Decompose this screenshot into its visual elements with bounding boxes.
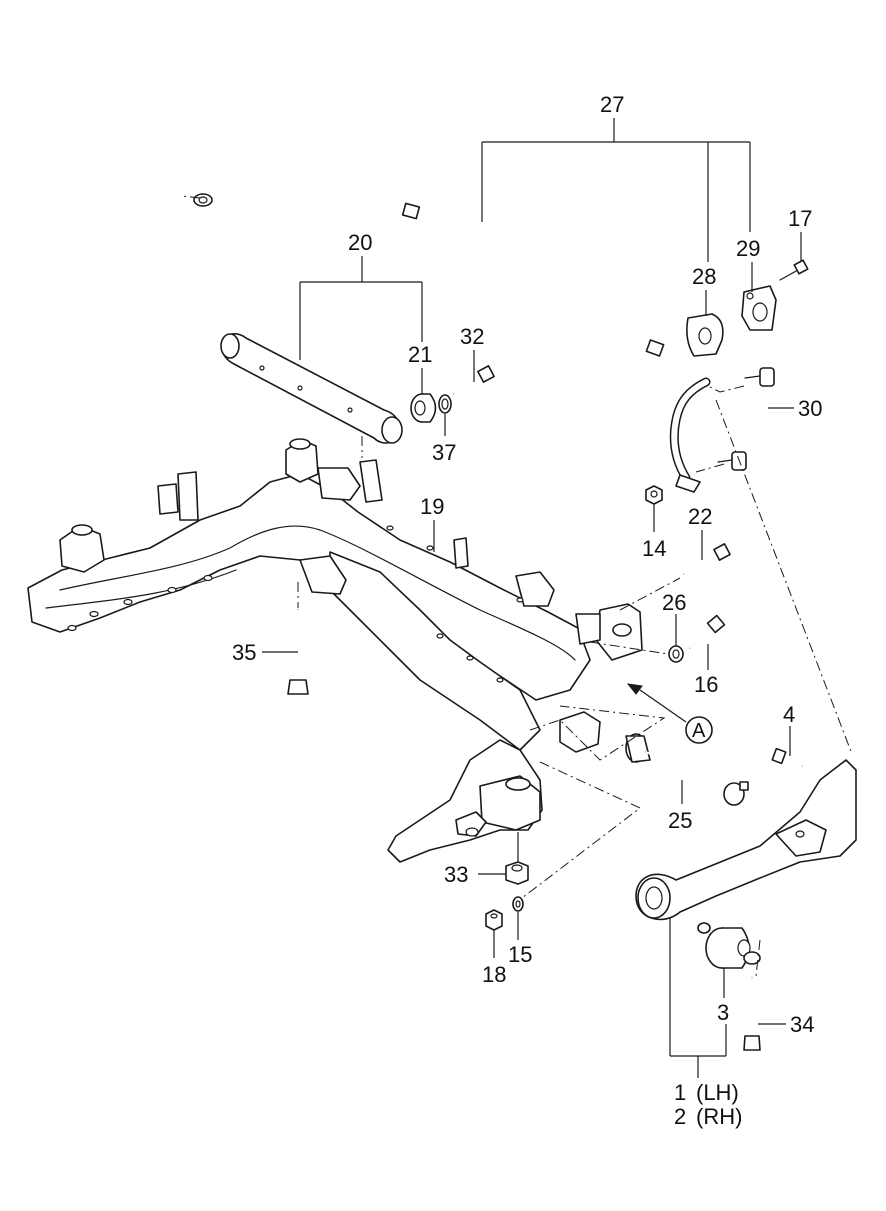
bolt (743, 977, 761, 1051)
label-15: 15 (508, 942, 532, 967)
bolt (453, 365, 495, 395)
label-29: 29 (736, 236, 760, 261)
label-32: 32 (460, 324, 484, 349)
washer (668, 645, 684, 663)
stabilizer-link (717, 367, 775, 471)
lateral-arm (625, 733, 749, 806)
part-labels: 27 17 29 28 20 32 21 30 37 19 22 14 26 1… (232, 92, 822, 1129)
nut (645, 485, 663, 505)
label-34: 34 (790, 1012, 814, 1037)
label-16: 16 (694, 672, 718, 697)
label-35: 35 (232, 640, 256, 665)
assembly-lines (181, 195, 853, 977)
label-17: 17 (788, 206, 812, 231)
label-2: 2 (674, 1104, 686, 1129)
trailing-arm (635, 759, 857, 921)
label-19: 19 (420, 494, 444, 519)
label-2-side: (RH) (696, 1104, 742, 1129)
label-1: 1 (674, 1080, 686, 1105)
label-25: 25 (668, 808, 692, 833)
label-A: A (692, 720, 706, 742)
label-30: 30 (798, 396, 822, 421)
reference-A-circle (685, 716, 713, 744)
bolt (683, 543, 731, 575)
bolt (771, 747, 803, 767)
label-27: 27 (600, 92, 624, 117)
bolt (689, 614, 726, 649)
label-37: 37 (432, 440, 456, 465)
crossmember (27, 438, 643, 863)
upper-arm-bushing (410, 393, 437, 423)
label-22: 22 (688, 504, 712, 529)
label-3: 3 (717, 1000, 729, 1025)
label-26: 26 (662, 590, 686, 615)
washer (438, 394, 452, 414)
nut (505, 861, 529, 885)
label-18: 18 (482, 962, 506, 987)
label-20: 20 (348, 230, 372, 255)
subframe-mounting-bolt (287, 609, 309, 695)
washer (512, 896, 524, 912)
bolt (779, 259, 809, 281)
upper-arm (220, 333, 403, 444)
trailing-arm-bushing (697, 922, 761, 969)
label-21: 21 (408, 342, 432, 367)
label-4: 4 (783, 702, 795, 727)
label-33: 33 (444, 862, 468, 887)
label-1-side: (LH) (696, 1080, 739, 1105)
stabilizer-bushing (686, 313, 724, 357)
leader-lines (262, 118, 802, 1078)
label-14: 14 (642, 536, 666, 561)
stabilizer-bracket (741, 285, 777, 331)
nut (485, 909, 503, 931)
stabilizer-bar (193, 163, 711, 493)
label-28: 28 (692, 264, 716, 289)
